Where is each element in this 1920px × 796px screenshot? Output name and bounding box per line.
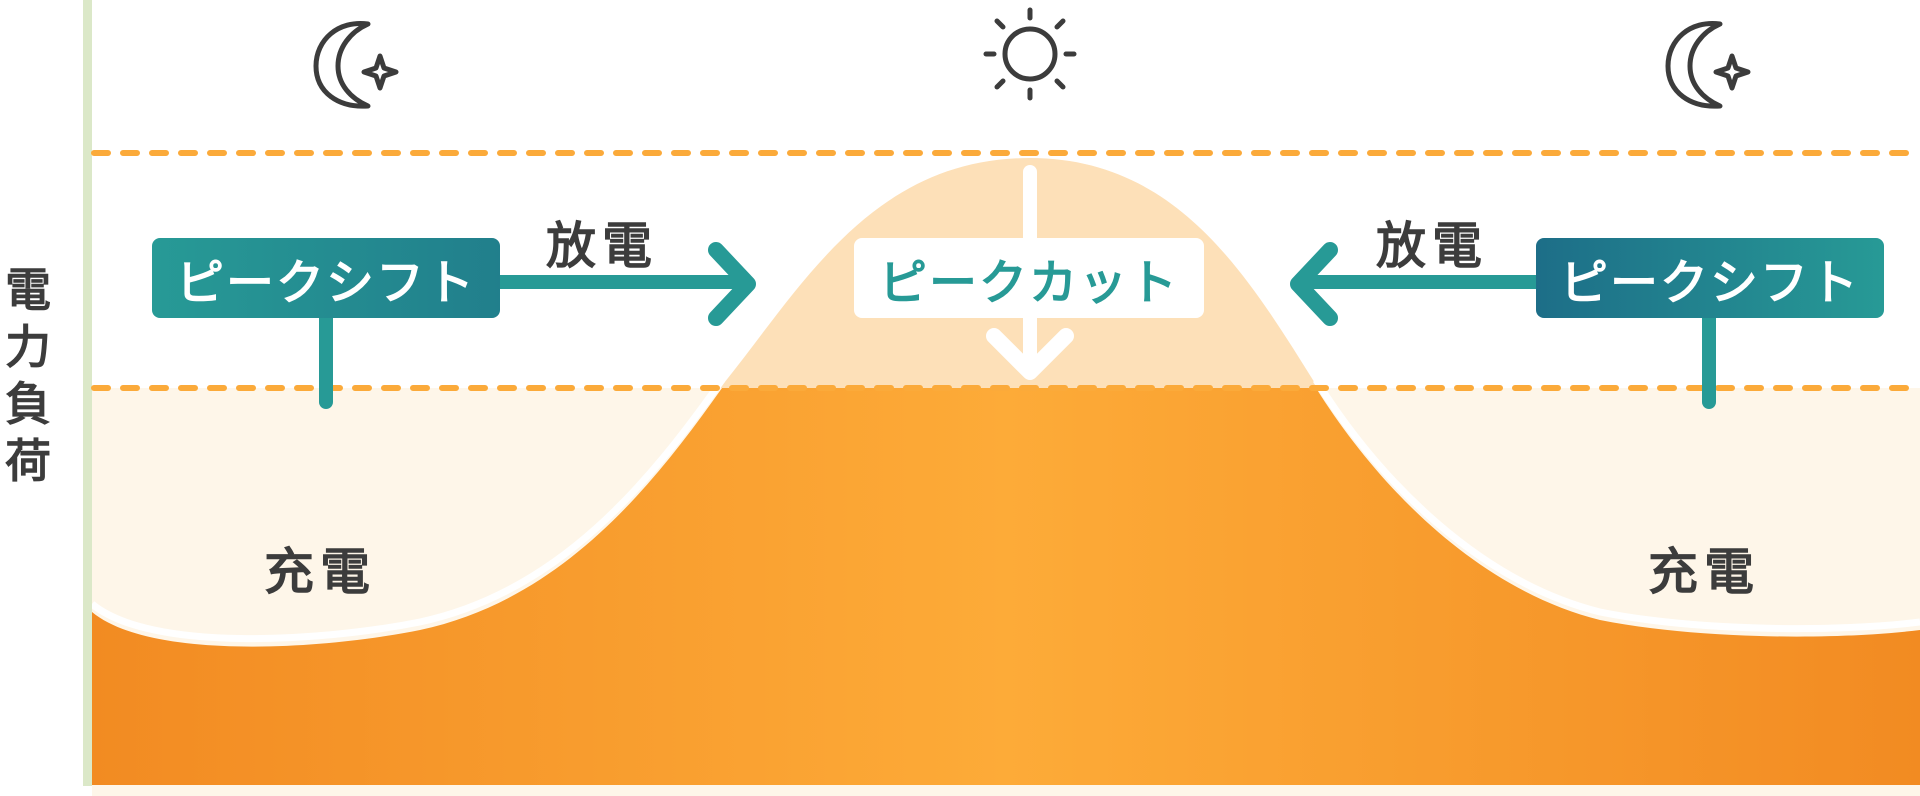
charge-label-right: 充電 — [1648, 543, 1760, 601]
y-axis-char: 電 — [5, 263, 51, 317]
arrow-down-icon — [986, 328, 1074, 380]
arrow-left-icon — [1290, 242, 1338, 326]
y-axis-label: 電 力 負 荷 — [0, 262, 56, 490]
y-axis-char: 力 — [5, 320, 51, 374]
arrow-right-icon — [708, 242, 756, 326]
y-axis-char: 荷 — [5, 434, 51, 488]
peak-cut-tag: ピークカット — [854, 238, 1204, 318]
peak-shift-tag-left: ピークシフト — [152, 238, 500, 318]
load-curve-line — [89, 377, 725, 643]
load-curve-line-right — [1313, 378, 1920, 633]
y-axis-char: 負 — [5, 377, 51, 431]
discharge-label-right: 放電 — [1376, 217, 1488, 275]
sun-icon — [983, 7, 1077, 101]
y-axis-line — [83, 0, 92, 786]
charge-label-left: 充電 — [264, 543, 376, 601]
moon-star-icon — [313, 21, 399, 109]
peak-shift-tag-right: ピークシフト — [1536, 238, 1884, 318]
moon-star-icon — [1665, 21, 1751, 109]
load-area — [92, 388, 1920, 785]
discharge-label-left: 放電 — [546, 217, 658, 275]
